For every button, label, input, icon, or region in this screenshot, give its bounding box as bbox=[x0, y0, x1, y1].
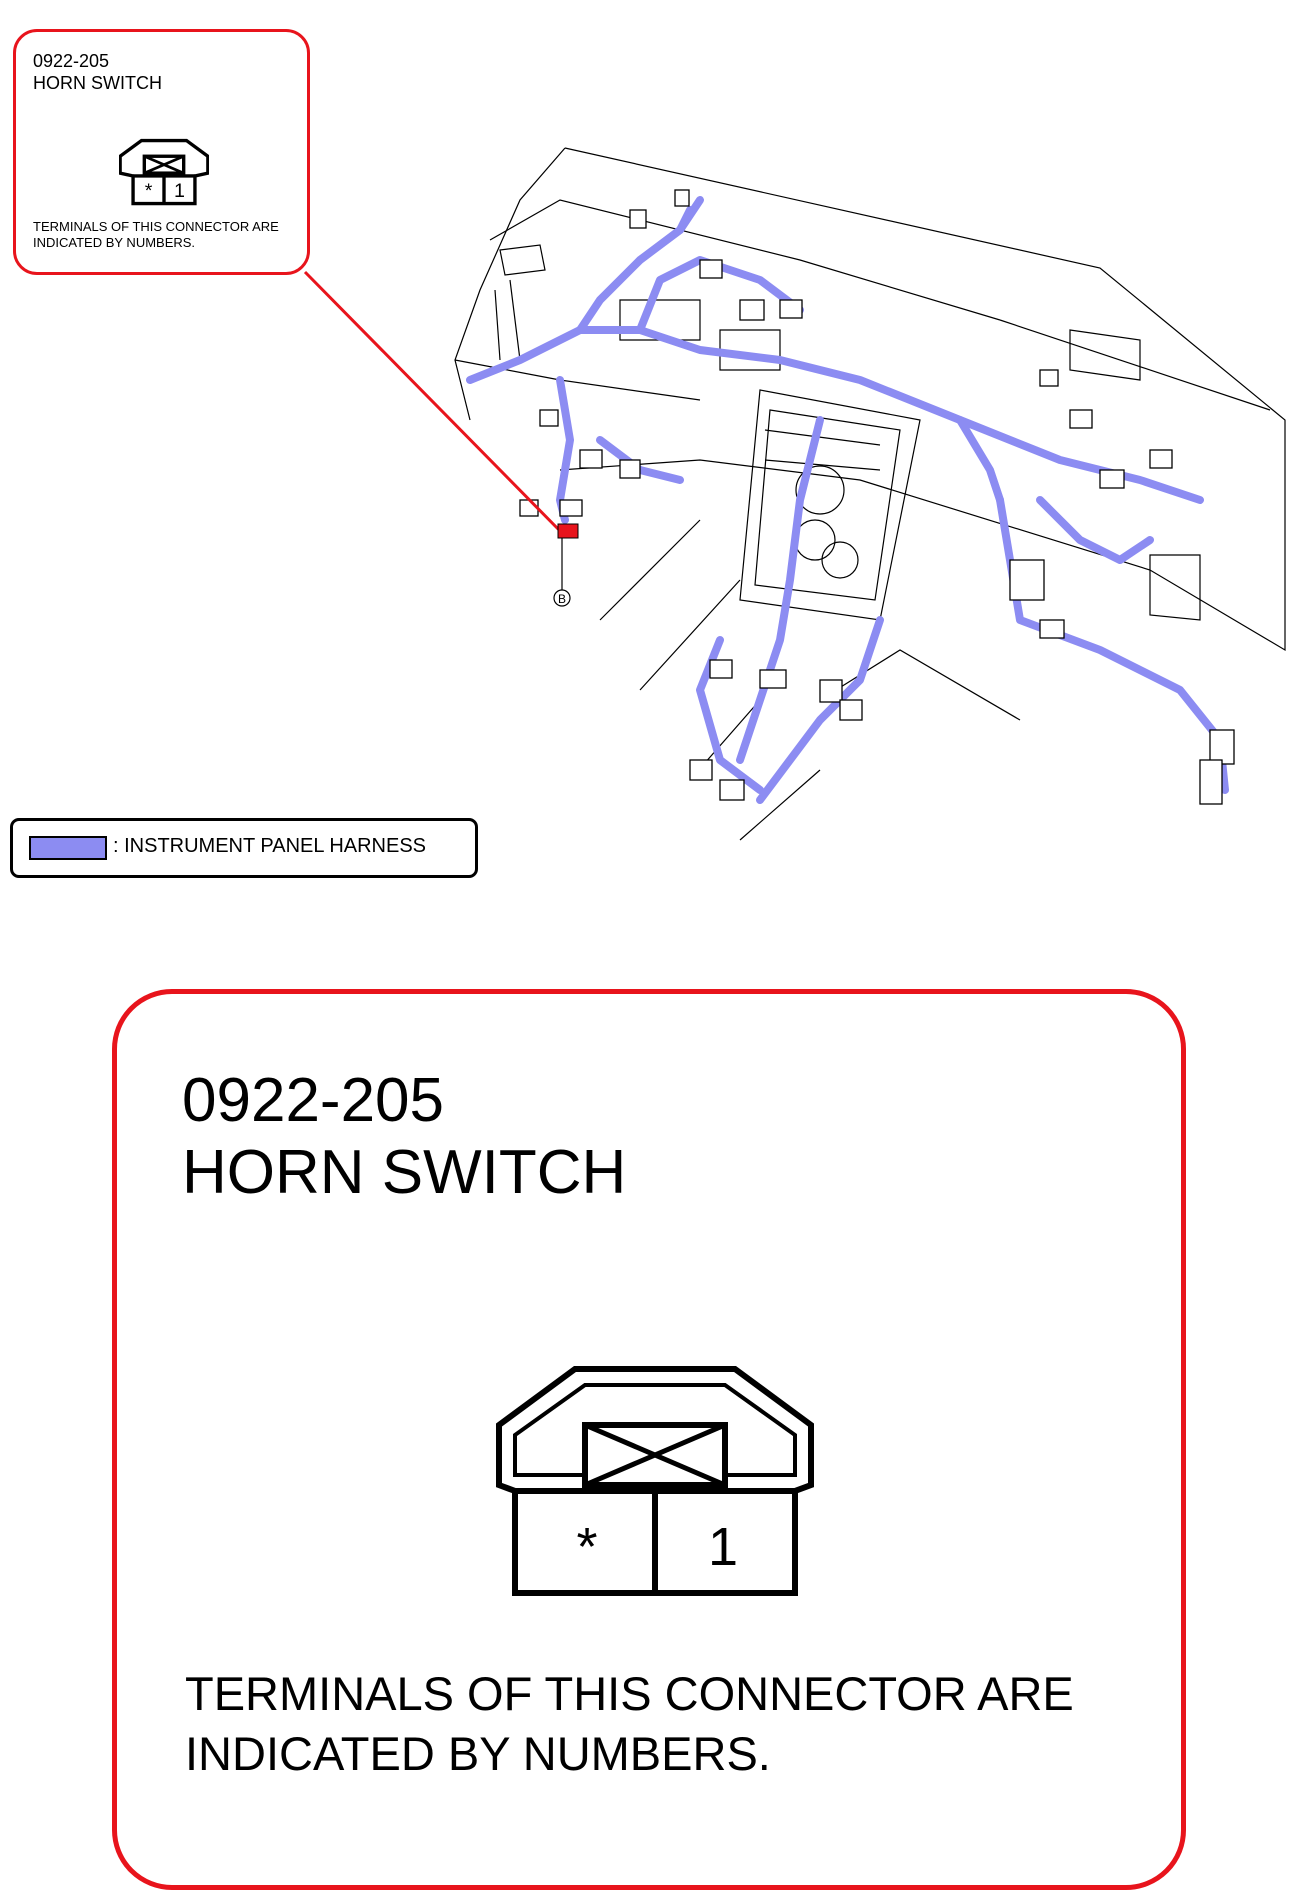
horn-switch-callout-small: 0922-205 HORN SWITCH * 1 TERMINALS OF TH… bbox=[13, 29, 310, 275]
note-line-1-large: TERMINALS OF THIS CONNECTOR ARE bbox=[185, 1667, 1074, 1720]
legend-label: : INSTRUMENT PANEL HARNESS bbox=[113, 835, 427, 857]
dashboard-outline bbox=[454, 147, 1286, 841]
connector-face-large-icon: * 1 bbox=[496, 1366, 814, 1596]
legend-swatch bbox=[29, 836, 107, 860]
harness-legend: : INSTRUMENT PANEL HARNESS bbox=[10, 818, 478, 878]
connector-name: HORN SWITCH bbox=[33, 73, 162, 93]
instrument-panel-diagram: B bbox=[303, 147, 1286, 841]
horn-switch-callout-large: 0922-205 HORN SWITCH * 1 TERMINALS OF TH… bbox=[112, 989, 1186, 1890]
connector-face-icon: * 1 bbox=[119, 138, 209, 206]
terminal-star-label-large: * bbox=[576, 1517, 597, 1577]
connector-note: TERMINALS OF THIS CONNECTOR ARE INDICATE… bbox=[33, 219, 303, 251]
horn-switch-location: B bbox=[303, 270, 579, 607]
connector-code-large: 0922-205 bbox=[182, 1066, 445, 1135]
connector-name-large: HORN SWITCH bbox=[182, 1138, 627, 1207]
terminal-star-label: * bbox=[145, 180, 153, 202]
note-line-1: TERMINALS OF THIS CONNECTOR ARE bbox=[33, 219, 279, 234]
harness-connectors bbox=[519, 189, 1235, 805]
connector-note-large: TERMINALS OF THIS CONNECTOR ARE INDICATE… bbox=[185, 1664, 1145, 1784]
terminal-1-label: 1 bbox=[174, 180, 185, 202]
note-line-2-large: INDICATED BY NUMBERS. bbox=[185, 1727, 771, 1780]
connector-code: 0922-205 bbox=[33, 51, 110, 71]
connector-marker-circle bbox=[553, 589, 571, 607]
terminal-1-label-large: 1 bbox=[708, 1517, 738, 1577]
note-line-2: INDICATED BY NUMBERS. bbox=[33, 235, 196, 250]
connector-marker-label: B bbox=[558, 592, 566, 606]
